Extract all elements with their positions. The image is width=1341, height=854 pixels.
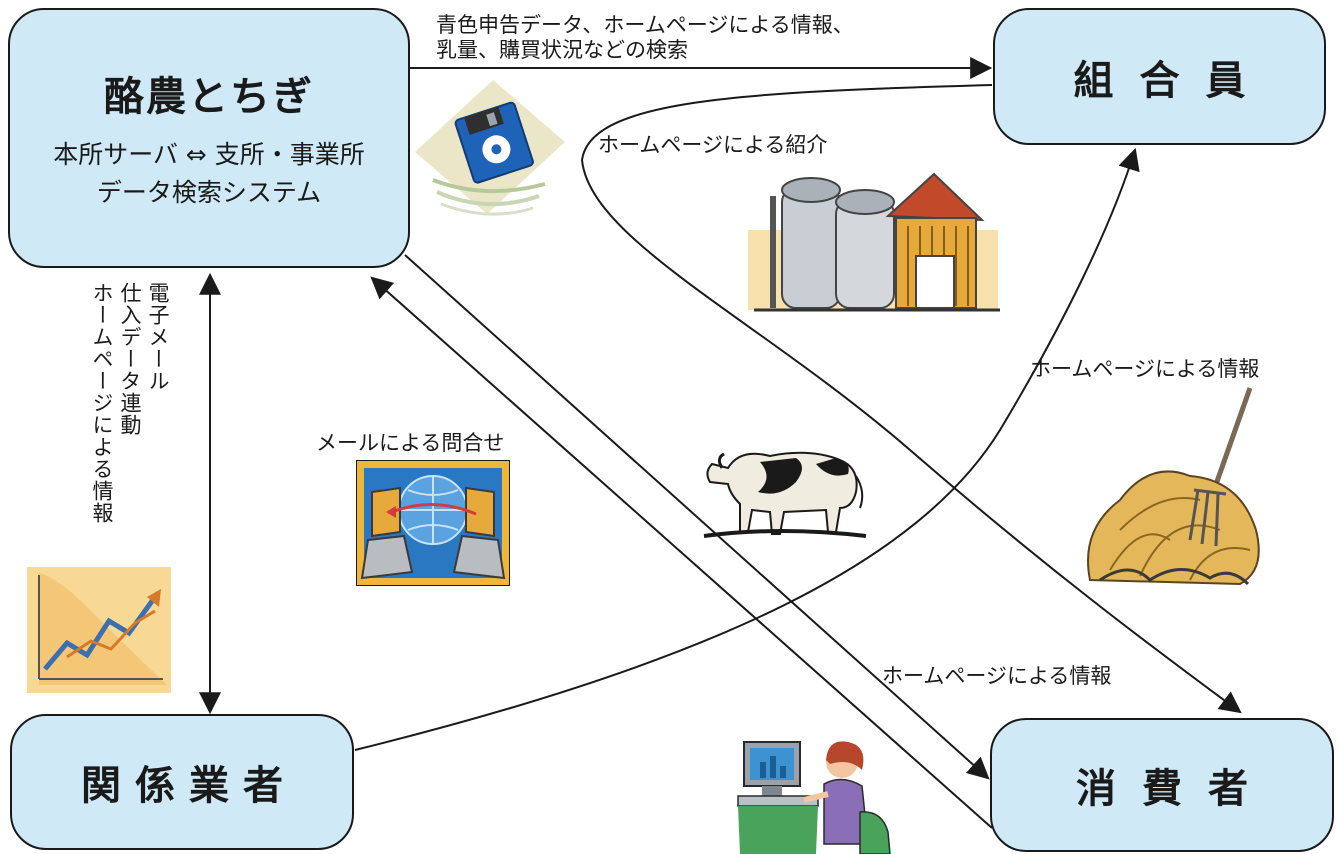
- haystack-pitchfork-icon: [1087, 387, 1260, 586]
- node-shohisha: 消費者: [990, 718, 1334, 852]
- node-rakuno-subtitle-2: データ検索システム: [96, 178, 322, 207]
- node-shohisha-title: 消費者: [1076, 766, 1274, 812]
- edge-info-kumiaiin: [354, 147, 1140, 751]
- edge-intro: [580, 84, 1242, 714]
- node-kankei-title: 関係業者: [81, 763, 297, 809]
- cow-icon: [703, 451, 867, 538]
- node-kankei-gyosha: 関係業者: [10, 714, 354, 850]
- edge-mail-inquiry-label: メールによる問合せ: [316, 431, 505, 455]
- node-rakuno-title: 酪農とちぎ: [104, 74, 314, 120]
- edge-intro-label: ホームページによる紹介: [598, 133, 828, 157]
- edge-info-kumiaiin-label: ホームページによる情報: [1030, 357, 1260, 381]
- edge-mail-inquiry: [370, 276, 993, 829]
- vertical-label-purchase-data: 仕入データ連動: [118, 282, 142, 436]
- vertical-label-homepage-info: ホームページによる情報: [90, 282, 114, 524]
- node-kumiaiin: 組合員: [993, 8, 1326, 145]
- edge-info-shohisha-label: ホームページによる情報: [882, 664, 1112, 688]
- growth-chart-icon: [27, 567, 171, 693]
- edge-search-label-1: 青色申告データ、ホームページによる情報、: [436, 13, 854, 37]
- node-rakuno-tochigi: 酪農とちぎ 本所サーバ ⇔ 支所・事業所 データ検索システム: [8, 8, 410, 268]
- node-rakuno-subtitle-1: 本所サーバ ⇔ 支所・事業所: [53, 140, 365, 169]
- woman-at-computer-icon: [737, 741, 891, 854]
- node-kumiaiin-title: 組合員: [1073, 57, 1272, 104]
- edge-info-shohisha: [404, 254, 990, 780]
- globe-computers-icon: [356, 460, 510, 586]
- edge-search-label-2: 乳量、購買状況などの検索: [436, 38, 688, 62]
- floppy-disk-icon: [415, 80, 565, 216]
- barn-silo-icon: [748, 172, 1000, 312]
- vertical-label-email: 電子メール: [146, 282, 170, 392]
